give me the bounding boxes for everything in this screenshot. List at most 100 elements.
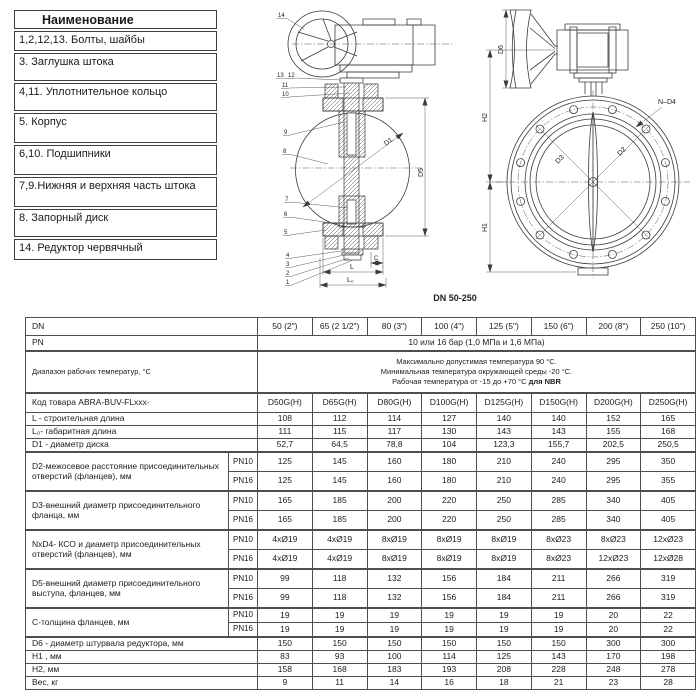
spec-value-cell: 19 [311,622,368,638]
spec-value-cell: 8xØ23 [585,529,642,550]
spec-value-cell: 300 [640,636,696,651]
spec-value-cell: D100G(H) [421,392,477,413]
spec-value-cell: 28 [640,676,696,690]
spec-value-cell: 200 [366,510,423,531]
spec-value-cell: 50 (2") [257,317,313,336]
row-label: D5-внешний диаметр присоединительного вы… [25,568,229,609]
spec-value-cell: 19 [476,607,532,623]
spec-value-cell: 64,5 [311,438,368,453]
spec-value-cell: 8xØ23 [530,529,587,550]
row-label: DN [25,317,258,336]
spec-value-cell: 150 [421,636,477,651]
pn-value-cell: 10 или 16 бар (1,0 МПа и 1,6 МПа) [257,335,696,352]
spec-value-cell: 8xØ19 [366,549,423,570]
spec-value-cell: 78,8 [366,438,423,453]
spec-value-cell: 80 (3") [366,317,423,336]
part-label: 7 [285,197,289,203]
spec-value-cell: 118 [311,588,368,609]
spec-value-cell: 4xØ19 [257,529,313,550]
spec-row-pn10: D5-внешний диаметр присоединительного вы… [25,568,696,609]
dim-nd4-label: N–D4 [658,99,676,106]
spec-value-cell: 22 [640,622,696,638]
row-label: D2-межосевое расстояние присоединительны… [25,451,229,492]
spec-value-cell: 12xØ28 [640,549,696,570]
spec-value-cell: 150 [476,636,532,651]
spec-value-cell: 168 [311,663,368,677]
part-label: 6 [284,212,288,218]
spec-value-cell: 340 [585,510,642,531]
row-label: NxD4- КСО и диаметр присоединительных от… [25,529,229,570]
parts-list-table: Наименование 1,2,12,13. Болты, шайбы 3. … [14,10,217,262]
spec-value-cell: 8xØ23 [530,549,587,570]
spec-value-cell: 125 [257,471,313,492]
spec-value-cell: 8xØ19 [476,549,532,570]
spec-row-dn: DN 50 (2")65 (2 1/2")80 (3")100 (4")125 … [25,317,696,336]
spec-value-cell: 150 [257,636,313,651]
spec-value-cell: 143 [530,650,587,664]
parts-list-item: 14. Редуктор червячный [14,239,217,260]
spec-value-cell: 250,5 [640,438,696,453]
spec-value-cell: D50G(H) [257,392,313,413]
spec-value-cell: 14 [366,676,423,690]
spec-value-cell: D125G(H) [476,392,532,413]
gearbox [292,19,452,78]
spec-value-cell: 114 [366,412,423,426]
dim-h2-label: H2 [482,113,489,122]
spec-value-cell: 170 [585,650,642,664]
spec-value-cell: 21 [530,676,587,690]
pn16-cell: PN16 [228,510,258,531]
spec-value-cell: 160 [366,451,423,472]
spec-value-cell: 99 [257,568,313,589]
spec-value-cell: 19 [530,622,587,638]
spec-value-cell: 4xØ19 [311,529,368,550]
spec-value-cell: 20 [585,607,642,623]
spec-value-cell: 184 [476,588,532,609]
row-label: L - строительная длина [25,412,258,426]
part-label: 11 [282,83,289,89]
spec-row-code: Код товара ABRA-BUV-FLxxx- D50G(H)D65G(H… [25,392,696,413]
spec-value-cell: 165 [257,510,313,531]
part-label: 2 [286,271,290,277]
valve-body-section [290,78,422,260]
spec-value-cell: 208 [476,663,532,677]
spec-value-cell: 93 [311,650,368,664]
spec-value-cell: 228 [530,663,587,677]
spec-value-cell: 12xØ23 [585,549,642,570]
spec-value-cell: D65G(H) [311,392,368,413]
spec-value-cell: 132 [366,568,423,589]
spec-value-cell: 143 [530,425,587,439]
part-label: 10 [282,92,289,98]
spec-value-cell: 99 [257,588,313,609]
pn16-cell: PN16 [228,549,258,570]
spec-value-cell: 285 [530,490,587,511]
spec-value-cell: 132 [366,588,423,609]
spec-value-cell: 405 [640,490,696,511]
spec-value-cell: 143 [476,425,532,439]
part-label: 12 [288,73,295,79]
spec-value-cell: 165 [640,412,696,426]
spec-value-cell: 140 [530,412,587,426]
spec-value-cell: 210 [476,471,532,492]
parts-list-rows: 1,2,12,13. Болты, шайбы 3. Заглушка шток… [14,31,217,260]
spec-row-pn10: D2-межосевое расстояние присоединительны… [25,451,696,492]
parts-list-item: 7,9.Нижняя и верхняя часть штока [14,177,217,207]
spec-value-cell: 198 [640,650,696,664]
row-label: L₀- габаритная длина [25,425,258,439]
spec-value-cell: 20 [585,622,642,638]
spec-value-cell: 185 [311,490,368,511]
spec-value-cell: 266 [585,588,642,609]
spec-value-cell: 8xØ19 [366,529,423,550]
parts-list-item: 6,10. Подшипники [14,145,217,175]
spec-value-cell: 8xØ19 [421,529,477,550]
part-label: 9 [284,130,288,136]
spec-value-cell: 16 [421,676,477,690]
spec-row-temp: Диапазон рабочих температур, °С Максимал… [25,350,696,394]
dim-d6-label: D6 [498,45,505,54]
spec-value-cell: 8xØ19 [476,529,532,550]
spec-value-cell: 150 (6") [530,317,587,336]
